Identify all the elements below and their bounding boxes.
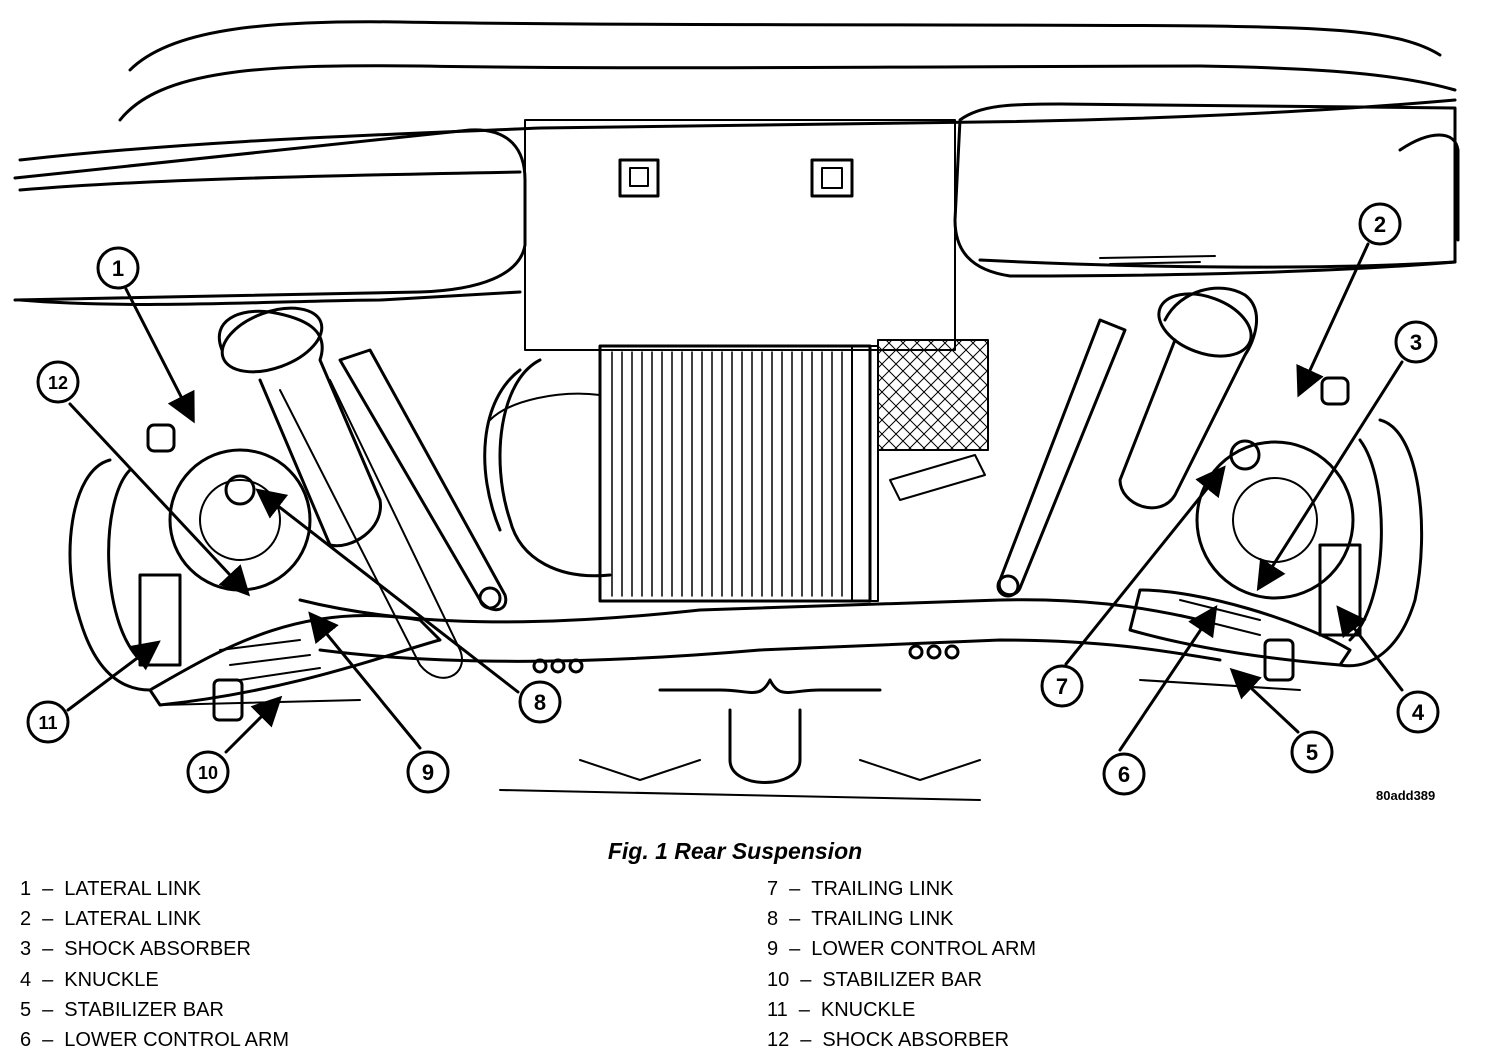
legend-item-label: KNUCKLE (820, 998, 916, 1021)
callout-3-number: 3 (1410, 330, 1422, 355)
figure-code: 80add389 (1376, 788, 1436, 803)
legend-dash: – (42, 998, 54, 1021)
legend-item: 11–KNUCKLE (767, 995, 1036, 1025)
legend-item-label: TRAILING LINK (811, 878, 954, 900)
callout-10: 10 (186, 750, 230, 794)
center-mechanicals (298, 339, 1222, 801)
legend-item: 8–TRAILING LINK (767, 904, 1036, 934)
legend-dash: – (42, 1028, 54, 1051)
legend-item-label: TRAILING LINK (811, 908, 954, 931)
leader-arrows (66, 242, 1404, 754)
callout-3: 3 (1394, 320, 1438, 364)
legend-dash: – (800, 968, 812, 991)
arrow-9 (308, 611, 422, 750)
callout-6-number: 6 (1118, 762, 1130, 787)
left-suspension-corner (68, 306, 508, 722)
callout-1: 1 (96, 246, 140, 290)
legend-item-number: 7 (767, 878, 779, 900)
legend-dash: – (42, 878, 54, 900)
arrow-10 (224, 695, 283, 754)
callout-6: 6 (1102, 752, 1146, 796)
legend-item-label: LATERAL LINK (64, 878, 201, 900)
legend-item-number: 5 (20, 998, 32, 1021)
legend-item: 4–KNUCKLE (20, 965, 289, 995)
arrow-5 (1229, 667, 1300, 734)
legend-item-number: 12 (767, 1028, 790, 1051)
figure-caption: Fig. 1 Rear Suspension (607, 838, 863, 864)
callout-5-number: 5 (1306, 740, 1318, 765)
callout-11-number: 11 (38, 713, 57, 733)
legend-dash: – (798, 998, 810, 1021)
arrow-6 (1118, 605, 1218, 752)
callout-12-number: 12 (48, 373, 68, 393)
legend-item-number: 2 (20, 908, 32, 931)
arrow-2 (1296, 242, 1370, 398)
callout-circles: 1 2 3 4 5 6 7 8 9 10 11 12 (26, 202, 1440, 796)
legend-item-number: 8 (767, 908, 779, 931)
legend-item-label: SHOCK ABSORBER (822, 1028, 1010, 1051)
callout-2: 2 (1358, 202, 1402, 246)
legend-item: 5–STABILIZER BAR (20, 995, 289, 1025)
legend-item: 10–STABILIZER BAR (767, 965, 1036, 995)
callout-7: 7 (1040, 664, 1084, 708)
legend-dash: – (42, 908, 54, 931)
arrow-11 (66, 640, 161, 712)
callout-1-number: 1 (112, 256, 124, 281)
legend-item-label: LOWER CONTROL ARM (811, 938, 1037, 961)
legend-item-label: STABILIZER BAR (822, 968, 983, 991)
legend-item: 1–LATERAL LINK (20, 874, 289, 904)
legend-item-number: 11 (767, 998, 788, 1021)
legend-dash: – (800, 1028, 812, 1051)
legend-item: 2–LATERAL LINK (20, 904, 289, 934)
legend-item-label: LATERAL LINK (64, 908, 201, 931)
callout-9: 9 (406, 750, 450, 794)
legend-item-number: 9 (767, 938, 779, 961)
legend-item-label: LOWER CONTROL ARM (64, 1028, 290, 1051)
legend-dash: – (789, 908, 801, 931)
callout-12: 12 (36, 360, 80, 404)
legend-item: 6–LOWER CONTROL ARM (20, 1025, 289, 1055)
callout-8: 8 (518, 680, 562, 724)
legend-item: 7–TRAILING LINK (767, 874, 1036, 904)
legend-item-label: SHOCK ABSORBER (64, 938, 251, 961)
legend-dash: – (42, 938, 54, 961)
arrow-7 (1064, 465, 1226, 666)
arrow-8 (255, 488, 520, 694)
callout-9-number: 9 (422, 760, 434, 785)
legend-dash: – (789, 938, 801, 961)
callout-7-number: 7 (1056, 674, 1068, 699)
legend-item-number: 4 (20, 968, 32, 991)
legend-left-column: 1–LATERAL LINK 2–LATERAL LINK 3–SHOCK AB… (20, 874, 289, 1055)
legend-item-number: 6 (20, 1028, 32, 1051)
rear-suspension-drawing: 1 2 3 4 5 6 7 8 9 10 11 12 (13, 20, 1460, 801)
arrow-1 (124, 287, 195, 424)
callout-11: 11 (26, 700, 70, 744)
callout-4: 4 (1396, 690, 1440, 734)
callout-4-number: 4 (1412, 700, 1425, 725)
legend-item: 9–LOWER CONTROL ARM (767, 934, 1036, 964)
legend-item-label: KNUCKLE (64, 968, 159, 991)
legend-item-label: STABILIZER BAR (64, 998, 224, 1021)
legend-item-number: 10 (767, 968, 790, 991)
arrow-12 (68, 402, 251, 597)
callout-5: 5 (1290, 730, 1334, 774)
legend-item: 3–SHOCK ABSORBER (20, 934, 289, 964)
callout-2-number: 2 (1374, 212, 1386, 237)
legend-item: 12–SHOCK ABSORBER (767, 1025, 1036, 1055)
legend-dash: – (42, 968, 54, 991)
callout-8-number: 8 (534, 690, 546, 715)
legend-item-number: 3 (20, 938, 32, 961)
legend-item-number: 1 (20, 878, 32, 900)
callout-10-number: 10 (198, 763, 218, 783)
vehicle-body (13, 20, 1460, 351)
arrow-4 (1336, 605, 1404, 692)
legend-dash: – (789, 878, 801, 900)
arrow-3 (1256, 360, 1404, 592)
legend-right-column: 7–TRAILING LINK 8–TRAILING LINK 9–LOWER … (767, 874, 1036, 1055)
